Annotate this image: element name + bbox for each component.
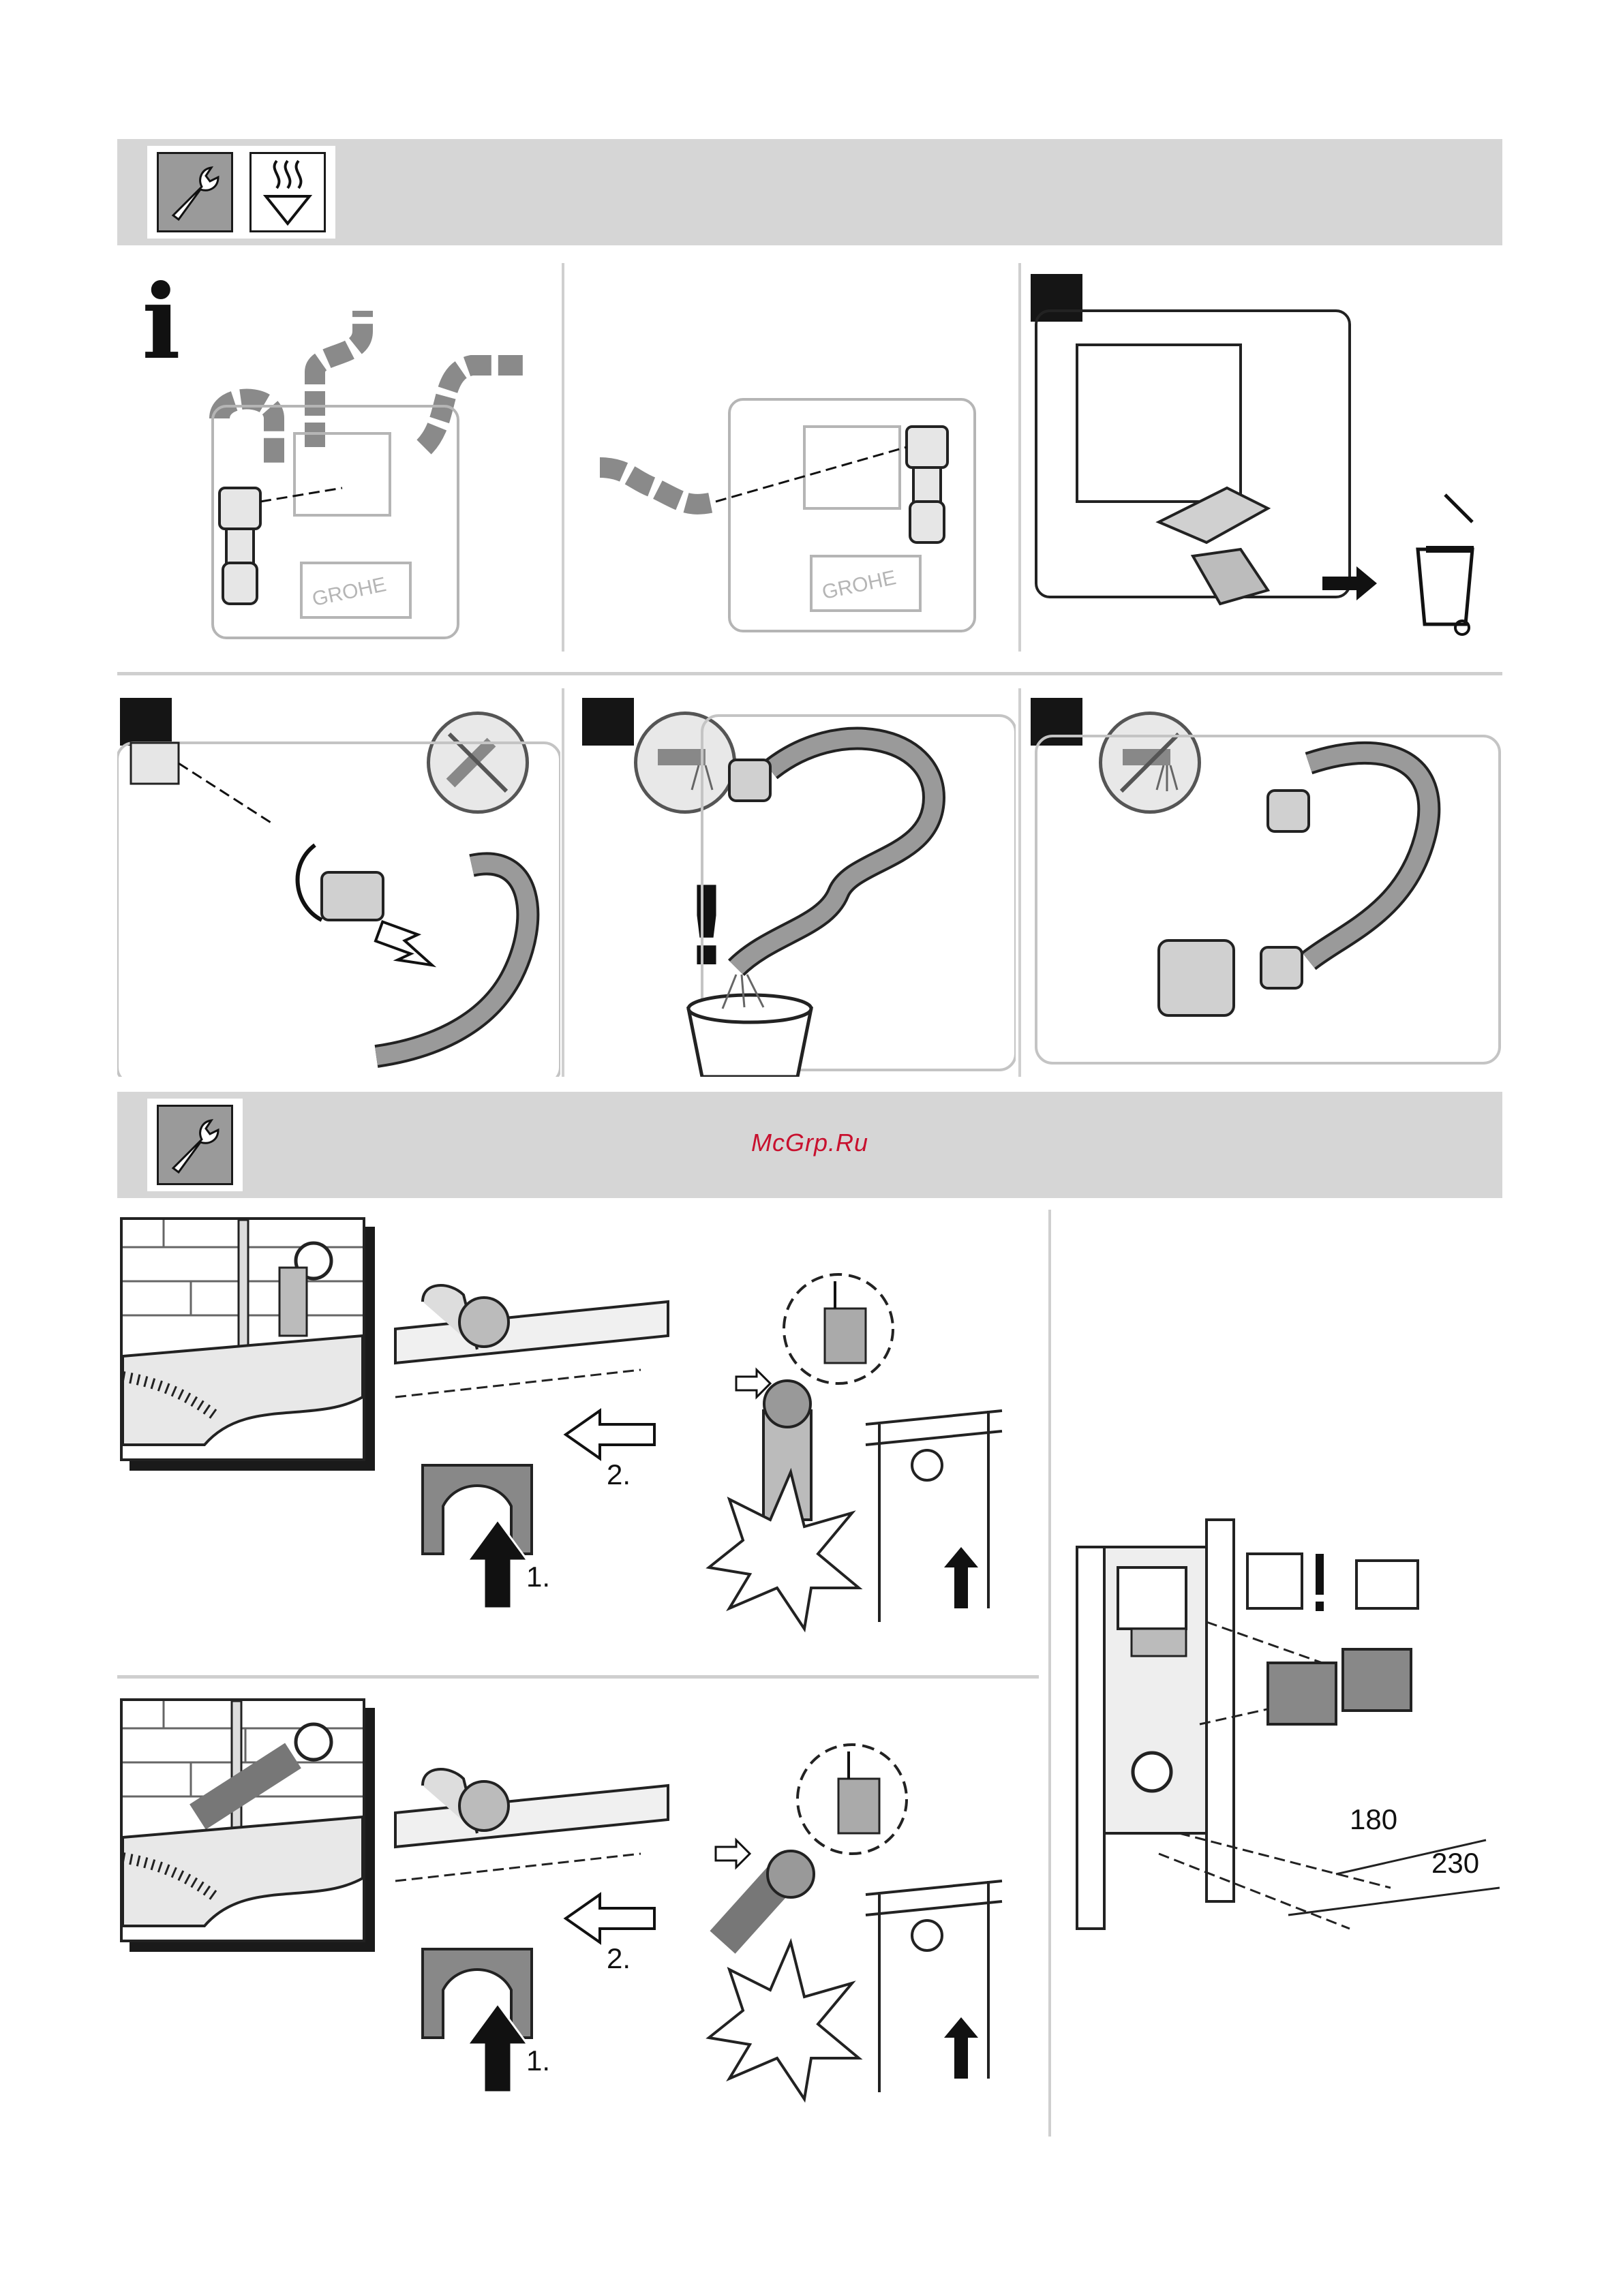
figure-reconnect-hose — [1022, 688, 1502, 1077]
divider — [117, 1675, 1039, 1679]
wrench-icon — [157, 152, 233, 232]
figure-cistern-left-connection: i GROHE — [117, 263, 560, 652]
divider — [1018, 688, 1021, 1077]
divider — [562, 263, 564, 652]
figure-remove-cover — [1022, 263, 1502, 652]
divider — [1018, 263, 1021, 652]
figure-flush-hose: ! — [566, 688, 1016, 1077]
step-label-1: 1. — [526, 1561, 550, 1593]
figure-pipe-click-angled — [702, 1738, 1029, 2106]
figure-cistern-right-connection: GROHE — [566, 263, 1016, 652]
header-icon-group — [147, 146, 335, 239]
flush-water-icon — [249, 152, 326, 232]
divider — [562, 688, 564, 1077]
dimension-180: 180 — [1350, 1803, 1397, 1836]
detail-floor-pipe-straight — [120, 1217, 365, 1461]
divider — [117, 672, 1502, 675]
watermark: McGrp.Ru — [117, 1129, 1502, 1157]
svg-text:GROHE: GROHE — [310, 573, 388, 611]
detail-floor-pipe-angled — [120, 1698, 365, 1942]
section-header-maintenance — [117, 139, 1502, 245]
dimension-230: 230 — [1431, 1847, 1479, 1880]
figure-connect-valve — [117, 688, 560, 1077]
step-label-2: 2. — [607, 1942, 631, 1975]
step-label-1: 1. — [526, 2045, 550, 2077]
section-header-installation: McGrp.Ru — [117, 1092, 1502, 1198]
figure-bracket-straight: 2. 1. — [382, 1281, 682, 1608]
svg-text:GROHE: GROHE — [820, 566, 898, 604]
divider — [1048, 1210, 1051, 2137]
figure-frame-dimensions: 180 230 — [1063, 1493, 1500, 1970]
step-label-2: 2. — [607, 1458, 631, 1491]
figure-pipe-click-straight — [702, 1268, 1029, 1636]
figure-bracket-angled: 2. 1. — [382, 1765, 682, 2092]
